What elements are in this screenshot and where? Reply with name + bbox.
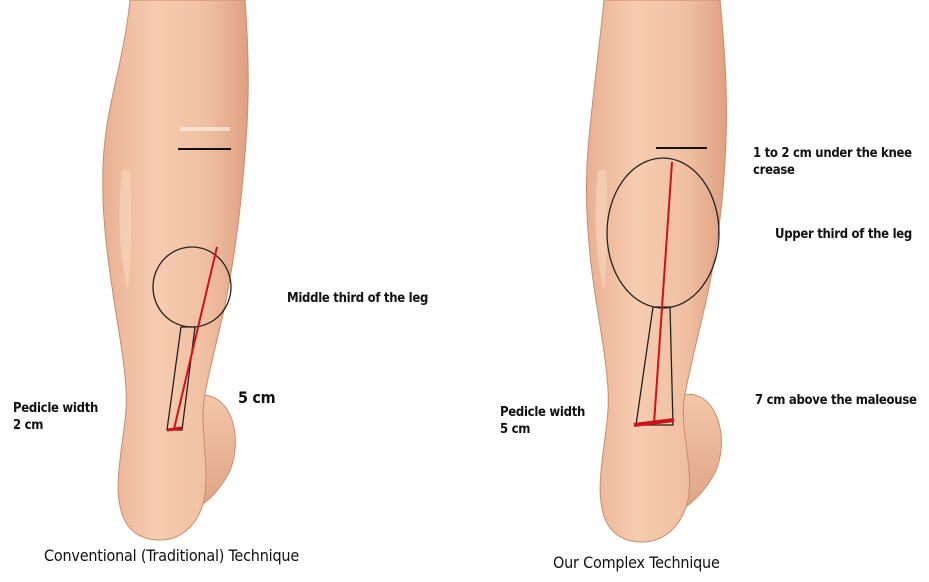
caption-conventional-technique: Conventional (Traditional) Technique <box>44 546 299 565</box>
right-leg-illustration <box>586 0 726 542</box>
label-middle-third: Middle third of the leg <box>287 290 428 307</box>
left-knee-shine <box>180 127 230 131</box>
left-pedicle-base <box>167 428 182 430</box>
label-maleolus: 7 cm above the maleouse <box>755 392 917 409</box>
label-knee-crease: 1 to 2 cm under the knee crease <box>753 145 912 179</box>
label-left-pedicle-width: Pedicle width 2 cm <box>13 400 98 434</box>
caption-our-complex-technique: Our Complex Technique <box>553 553 720 572</box>
label-length-5cm: 5 cm <box>238 389 275 406</box>
label-upper-third: Upper third of the leg <box>775 226 912 243</box>
label-right-pedicle-width: Pedicle width 5 cm <box>500 404 585 438</box>
left-leg-illustration <box>103 0 249 540</box>
